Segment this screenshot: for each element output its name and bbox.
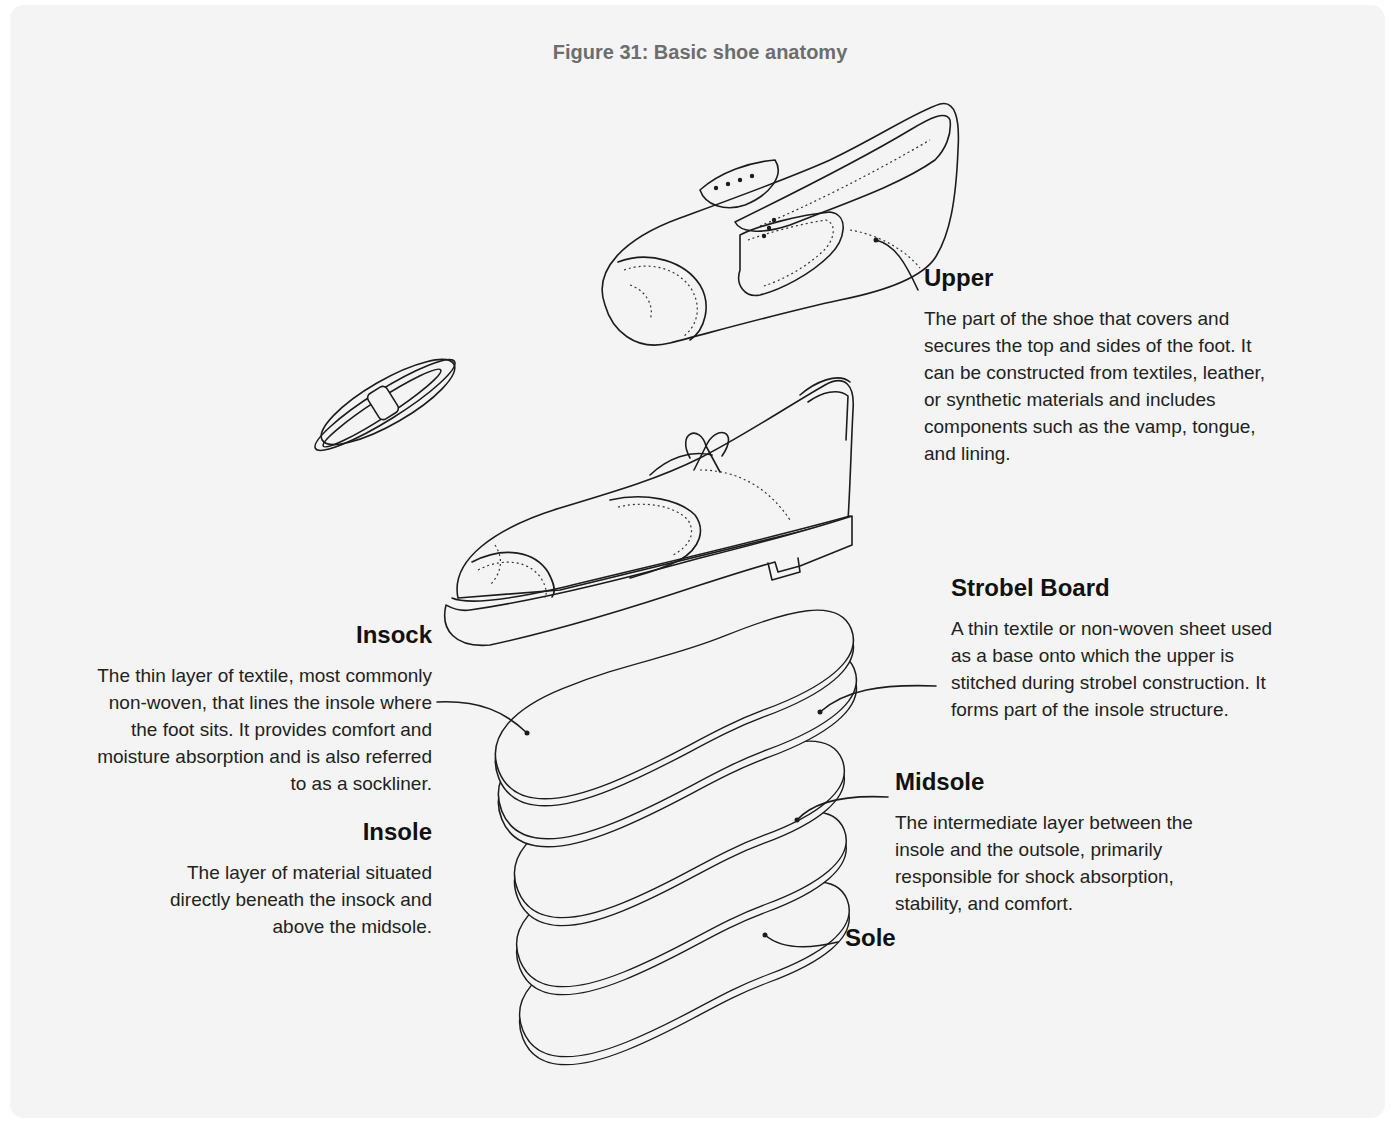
quarter-stitch	[618, 504, 692, 555]
quarter-stitch	[748, 220, 833, 286]
leader-dot	[795, 818, 800, 823]
leader-dot	[818, 710, 823, 715]
toe-cap	[472, 552, 554, 597]
eyelet	[762, 234, 766, 238]
lace-band	[366, 384, 401, 421]
brogue-line	[478, 562, 546, 598]
leader-line	[437, 702, 527, 733]
side-stitch	[700, 470, 790, 520]
leader-dot	[763, 933, 768, 938]
eyelet	[750, 174, 754, 178]
leader-line	[797, 797, 888, 820]
brogue-line	[624, 266, 697, 336]
leader-line	[765, 935, 838, 947]
eyelet	[738, 178, 742, 182]
leader-line	[876, 240, 918, 290]
shoe-sole	[445, 516, 852, 645]
leader-dot	[525, 731, 530, 736]
lining-stitch	[760, 140, 930, 226]
upper-shell	[602, 103, 958, 345]
part-name: Sole	[845, 923, 1045, 953]
part-name: Insole	[92, 817, 432, 847]
part-description: The layer of material situated directly …	[127, 859, 432, 940]
assembled-shoe	[445, 378, 854, 645]
lace-loop	[311, 345, 465, 459]
leader-lines	[437, 238, 936, 947]
part-name: Strobel Board	[951, 573, 1291, 603]
tongue-line	[650, 454, 712, 475]
eyelet	[772, 218, 776, 222]
upper-opening	[735, 115, 950, 231]
brogue-line	[490, 545, 500, 585]
figure-title: Figure 31: Basic shoe anatomy	[300, 39, 1100, 65]
heel-block	[768, 558, 800, 580]
lining-line	[808, 392, 848, 440]
toe-cap	[618, 257, 706, 340]
part-description: The part of the shoe that covers and sec…	[924, 305, 1286, 467]
lace-loop	[318, 362, 445, 453]
part-description: The thin layer of textile, most commonly…	[82, 662, 432, 797]
part-name: Midsole	[895, 767, 1215, 797]
vamp-facing	[700, 160, 778, 208]
eyelet	[714, 186, 718, 190]
part-description: A thin textile or non-woven sheet used a…	[951, 615, 1273, 723]
brogue-line	[630, 285, 651, 320]
upper-outline	[602, 103, 958, 345]
welt-line	[452, 516, 850, 601]
shoelaces	[308, 345, 465, 461]
part-name: Insock	[92, 620, 432, 650]
quarter-panel	[610, 497, 700, 578]
eyelet	[726, 182, 730, 186]
part-description: The intermediate layer between the insol…	[895, 809, 1213, 917]
leader-line	[820, 686, 936, 712]
figure-background	[10, 5, 1385, 1118]
leader-dot	[874, 238, 879, 243]
lace-bow	[686, 433, 729, 472]
quarter-panel	[739, 212, 843, 295]
eyelet	[767, 226, 771, 230]
side-stitch	[850, 230, 920, 268]
part-name: Upper	[924, 263, 1284, 293]
